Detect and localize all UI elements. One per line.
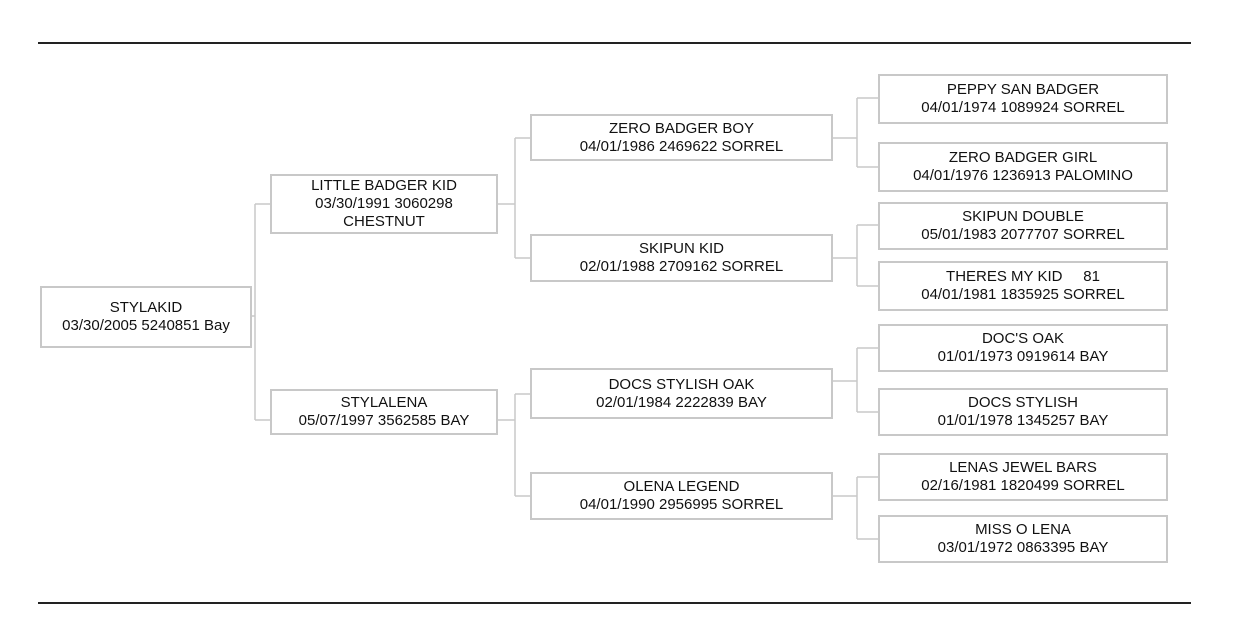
horse-box-sd-sire: SKIPUN DOUBLE 05/01/1983 2077707 SORREL <box>878 202 1168 250</box>
horse-name: DOC'S OAK <box>981 330 1065 347</box>
horse-info: 04/01/1974 1089924 SORREL <box>921 99 1125 116</box>
horse-info: 03/01/1972 0863395 BAY <box>937 539 1109 556</box>
horse-info: 01/01/1973 0919614 BAY <box>937 348 1109 365</box>
horse-box-dd-dam: MISS O LENA 03/01/1972 0863395 BAY <box>878 515 1168 563</box>
horse-box-ds-dam: DOCS STYLISH 01/01/1978 1345257 BAY <box>878 388 1168 436</box>
horse-info: CHESTNUT <box>343 213 425 230</box>
horse-name: LENAS JEWEL BARS <box>949 459 1097 476</box>
horse-info: 02/01/1988 2709162 SORREL <box>579 258 784 275</box>
horse-name: SKIPUN DOUBLE <box>962 208 1084 225</box>
horse-info: 04/01/1981 1835925 SORREL <box>921 286 1125 303</box>
horse-name: PEPPY SAN BADGER <box>946 81 1100 98</box>
horse-info: 04/01/1976 1236913 PALOMINO <box>913 167 1133 184</box>
horse-info: 02/16/1981 1820499 SORREL <box>921 477 1125 494</box>
horse-name: MISS O LENA <box>975 521 1071 538</box>
horse-box-dam-sire: DOCS STYLISH OAK 02/01/1984 2222839 BAY <box>530 368 833 419</box>
horse-name: LITTLE BADGER KID <box>311 177 457 194</box>
horse-info: 03/30/1991 3060298 <box>315 195 453 212</box>
horse-info: 05/07/1997 3562585 BAY <box>298 412 470 429</box>
horse-box-ss-dam: ZERO BADGER GIRL 04/01/1976 1236913 PALO… <box>878 142 1168 192</box>
horse-box-sd-dam: THERES MY KID 81 04/01/1981 1835925 SORR… <box>878 261 1168 311</box>
horse-name: DOCS STYLISH <box>967 394 1079 411</box>
horse-info: 03/30/2005 5240851 Bay <box>62 317 230 334</box>
horse-box-ds-sire: DOC'S OAK 01/01/1973 0919614 BAY <box>878 324 1168 372</box>
horse-name: ZERO BADGER BOY <box>608 119 755 137</box>
horse-info: 04/01/1986 2469622 SORREL <box>579 137 784 155</box>
horse-info: 04/01/1990 2956995 SORREL <box>579 496 784 513</box>
horse-name: SKIPUN KID <box>638 240 725 257</box>
horse-box-subject: STYLAKID 03/30/2005 5240851 Bay <box>40 286 252 348</box>
horse-name: ZERO BADGER GIRL <box>948 149 1098 166</box>
horse-info: 01/01/1978 1345257 BAY <box>937 412 1109 429</box>
horse-box-dam: STYLALENA 05/07/1997 3562585 BAY <box>270 389 498 435</box>
horse-info: 05/01/1983 2077707 SORREL <box>921 226 1125 243</box>
horse-name: OLENA LEGEND <box>623 478 740 495</box>
horse-box-dam-dam: OLENA LEGEND 04/01/1990 2956995 SORREL <box>530 472 833 520</box>
horse-name: STYLAKID <box>109 299 183 316</box>
horse-box-sire-dam: SKIPUN KID 02/01/1988 2709162 SORREL <box>530 234 833 282</box>
horse-box-sire-sire: ZERO BADGER BOY 04/01/1986 2469622 SORRE… <box>530 114 833 161</box>
horse-name: THERES MY KID 81 <box>946 268 1100 285</box>
top-rule <box>38 42 1191 44</box>
horse-box-ss-sire: PEPPY SAN BADGER 04/01/1974 1089924 SORR… <box>878 74 1168 124</box>
horse-box-sire: LITTLE BADGER KID 03/30/1991 3060298 CHE… <box>270 174 498 234</box>
bottom-rule <box>38 602 1191 604</box>
horse-name: STYLALENA <box>340 394 428 411</box>
horse-name: DOCS STYLISH OAK <box>608 375 755 393</box>
horse-box-dd-sire: LENAS JEWEL BARS 02/16/1981 1820499 SORR… <box>878 453 1168 501</box>
horse-info: 02/01/1984 2222839 BAY <box>596 393 767 411</box>
